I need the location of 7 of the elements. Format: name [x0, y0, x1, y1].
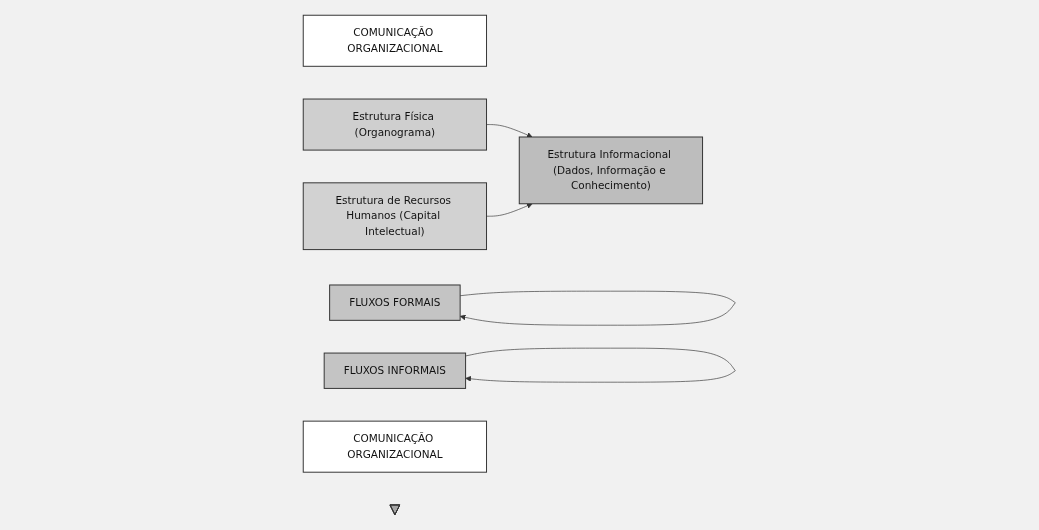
node-box: FLUXOS INFORMAIS	[323, 352, 467, 389]
node-box: COMUNICAÇÃO ORGANIZACIONAL	[302, 14, 488, 67]
node-box: Estrutura de Recursos Humanos (Capital Intelectual)	[302, 182, 488, 251]
node-box: FLUXOS FORMAIS	[329, 284, 461, 321]
node-box: COMUNICAÇÃO ORGANIZACIONAL	[302, 420, 488, 473]
node-box: Estrutura Física (Organograma)	[302, 98, 488, 151]
node-box: Estrutura Informacional (Dados, Informação e Conhecimento)	[518, 136, 704, 205]
